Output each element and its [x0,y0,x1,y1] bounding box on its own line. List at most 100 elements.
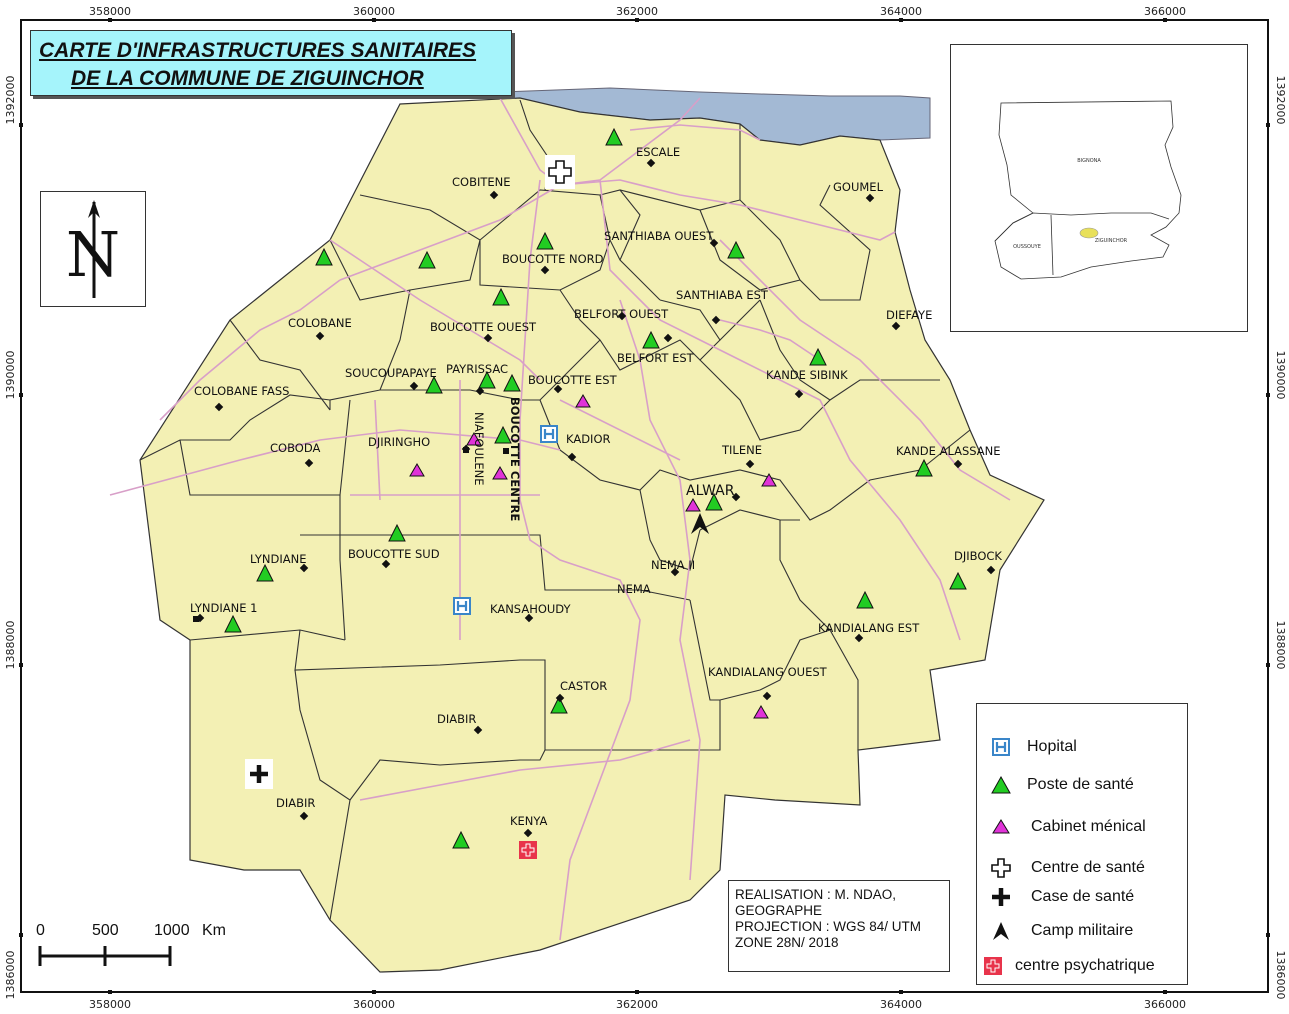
neighbourhood-centroid [299,811,309,821]
scale-bar [38,946,172,966]
poste-de-sante-marker [315,247,333,266]
neighbourhood-centroid [489,190,499,200]
neighbourhood-centroid [214,402,224,412]
scale-label-1000: 1000 [154,922,190,939]
case-de-sante-marker [250,765,268,783]
neighbourhood-label: ESCALE [636,145,680,159]
neighbourhood-centroid [473,725,483,735]
coordinate-labels: 3580003580003600003600003620003620003640… [4,5,1287,1011]
neighbourhood-centroid [503,448,509,454]
legend-row-case: Case de santé [977,884,1134,910]
cabinet-medical-marker [685,498,701,512]
cabinet-medical-marker [409,463,425,477]
poste-de-sante-marker [388,523,406,542]
north-arrow-icon: N [66,200,120,298]
neighbourhood-label: COLOBANE FASS [194,384,289,398]
credit-line-3: PROJECTION : WGS 84/ UTM [735,919,922,934]
credit-line-4: ZONE 28N/ 2018 [735,935,839,950]
legend-label-cabinet: Cabinet ménical [1031,818,1146,835]
neighbourhood-centroid [745,459,755,469]
neighbourhood-centroid [670,567,680,577]
outline-cross-icon [991,858,1011,878]
poste-de-sante-marker [856,590,874,609]
y-tick-right: 1390000 [1274,351,1287,400]
arrowhead-icon [993,922,1009,940]
cabinet-medical-marker [466,432,482,446]
x-tick-top: 360000 [353,5,395,18]
legend-label-camp: Camp militaire [1031,922,1134,939]
poste-de-sante-marker [478,370,496,389]
cabinet-medical-marker [575,394,591,408]
neighbourhood-label: BELFORT EST [617,351,695,365]
x-tick-top: 362000 [616,5,658,18]
hospital-marker-h [456,601,468,611]
legend-row-cabinet: Cabinet ménical [977,814,1146,840]
scale-unit: Km [202,922,226,939]
neighbourhood-centroid [463,447,469,453]
neighbourhood-label: KANDE ALASSANE [896,444,1001,458]
neighbourhood-centroid [540,265,550,275]
neighbourhood-label: SANTHIABA OUEST [604,229,714,243]
neighbourhood-centroid [409,381,419,391]
neighbourhood-label: BOUCOTTE EST [528,373,618,387]
neighbourhood-centroid [891,321,901,331]
neighbourhood-label: TILENE [721,443,762,457]
neighbourhood-centroid [475,386,485,396]
neighbourhood-label: KENYA [510,814,548,828]
scale-label-500: 500 [92,922,119,939]
neighbourhood-centroid [299,563,309,573]
neighbourhood-label: DJIRINGHO [368,435,430,449]
x-tick-bottom: 360000 [353,998,395,1011]
inset-label-bignona: BIGNONA [1077,158,1101,164]
neighbourhood-label: BOUCOTTE OUEST [430,320,537,334]
neighbourhood-centroid [555,693,565,703]
poste-de-sante-marker [809,347,827,366]
neighbourhood-label: LYNDIANE 1 [190,601,257,615]
neighbourhood-label: NEMA [617,582,651,596]
north-arrow: N [40,191,146,307]
y-tick-right: 1386000 [1274,951,1287,1000]
x-tick-bottom: 362000 [616,998,658,1011]
neighbourhood-label: BOUCOTTE SUD [348,547,440,561]
neighbourhood-label: PAYRISSAC [446,362,508,376]
legend-label-centre: Centre de santé [1031,859,1145,876]
neighbourhood-label: SANTHIABA EST [676,288,769,302]
x-tick-bottom: 364000 [880,998,922,1011]
poste-de-sante-marker [915,458,933,477]
commune-outline [139,97,1045,973]
neighbourhood-label: COBODA [270,441,320,455]
legend: Hopital Poste de santé Cabinet ménical C… [976,703,1188,985]
inset-map: BIGNONA OUSSOUYE ZIGUINCHOR [950,44,1248,332]
neighbourhood-label: KANSAHOUDY [490,602,572,616]
poste-de-sante-marker [536,231,554,250]
legend-row-hospital: Hopital [977,734,1077,760]
centre-de-sante-marker [548,160,572,184]
scale-label-0: 0 [36,922,45,939]
neighbourhood-centroid [553,384,563,394]
legend-label-case: Case de santé [1031,888,1135,905]
cabinet-medical-marker [753,705,769,719]
y-tick-left: 1386000 [4,951,17,1000]
neighbourhood-label: ALWAR [686,483,735,499]
poste-de-sante-marker [642,330,660,349]
neighbourhood-centroid [711,315,721,325]
label-niafoulene: NIAFOULENE [472,412,486,486]
neighbourhood-label: CASTOR [560,679,607,693]
legend-label-hospital: Hopital [1027,738,1077,755]
y-tick-left: 1392000 [4,76,17,125]
title-line-1: CARTE D'INFRASTRUCTURES SANITAIRES [39,39,477,62]
poste-de-sante-marker [224,614,242,633]
neighbourhood-centroid [762,691,772,701]
centre-psychiatrique-cross [521,843,535,857]
poste-de-sante-marker [256,563,274,582]
poste-de-sante-marker [503,373,521,392]
poste-de-sante-marker [605,127,623,146]
legend-row-poste: Poste de santé [977,772,1134,798]
cabinet-medical-marker [492,466,508,480]
centre-psychiatrique-marker [519,841,537,859]
neighbourhood-centroid [193,616,199,622]
hospital-icon [992,738,1010,756]
roads [109,97,1011,941]
neighbourhood-centroid [523,828,533,838]
poste-de-sante-marker [550,695,568,714]
